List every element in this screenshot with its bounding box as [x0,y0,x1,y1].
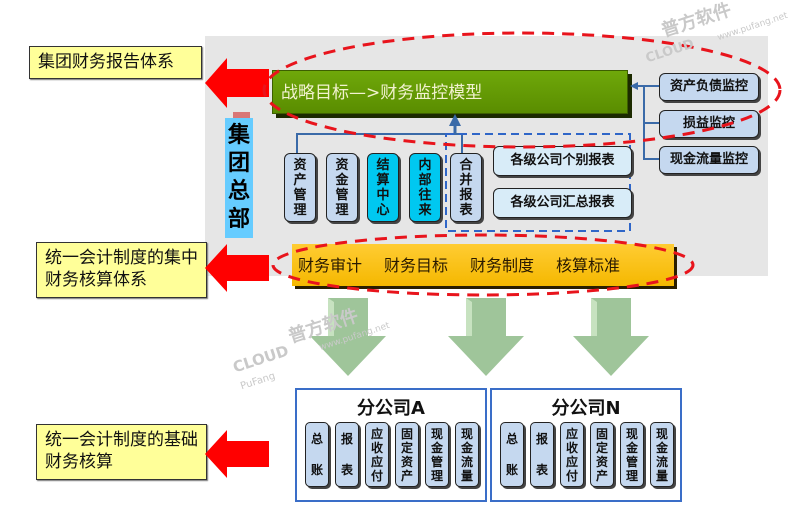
branch-a: 分公司A 总账 报表 应收应付 固定资产 现金管理 现金流量 [295,388,487,502]
branch-item: 应收应付 [365,422,389,487]
hq-char: 团 [227,151,250,176]
module-internal-transactions: 内部往来 [409,153,441,222]
branch-n: 分公司N 总账 报表 应收应付 固定资产 现金管理 现金流量 [490,388,682,502]
module-asset-management: 资产管理 [284,153,316,222]
branch-a-title: 分公司A [357,398,425,419]
label-group-reporting-text: 集团财务报告体系 [38,52,174,72]
monitor-profit-loss: 损益监控 [659,110,759,138]
standards-bar: 财务审计 财务目标 财务制度 核算标准 [292,244,674,286]
hq-char: 总 [227,179,250,204]
left-arrow-icon-3 [205,430,269,478]
label-centralized-accounting: 统一会计制度的集中财务核算体系 [36,242,207,298]
financial-monitoring-model-bar: 战略目标—>财务监控模型 [272,70,628,114]
branch-item: 固定资产 [395,422,419,487]
branch-item: 应收应付 [560,422,584,487]
branch-n-title: 分公司N [551,398,621,419]
branch-item: 报表 [530,422,554,487]
branch-item: 现金管理 [620,422,644,487]
label-group-reporting: 集团财务报告体系 [29,46,202,79]
watermark-logo-mid: CLOUD [230,341,291,377]
standard-accounting: 核算标准 [556,256,621,275]
standard-policy: 财务制度 [470,256,535,275]
down-arrow-icon-1 [310,298,386,376]
standard-audit: 财务审计 [298,256,363,275]
label-basic-accounting-text: 统一会计制度的基础财务核算 [45,430,198,472]
hq-char: 部 [227,207,250,232]
branch-item: 现金流量 [650,422,674,487]
branch-item: 总账 [500,422,524,487]
monitor-balance-sheet: 资产负债监控 [659,73,759,101]
label-basic-accounting: 统一会计制度的基础财务核算 [36,424,207,480]
monitor-cash-flow: 现金流量监控 [659,146,759,174]
report-summary: 各级公司汇总报表 [493,188,632,218]
hq-char: 集 [227,123,250,148]
down-arrow-icon-3 [573,298,649,376]
branch-item: 报表 [335,422,359,487]
module-settlement-center: 结算中心 [367,153,399,222]
module-consolidated-statements: 合并报表 [450,153,482,222]
left-arrow-icon-1 [205,58,269,108]
headquarters-title: 集 团 总 部 [225,118,253,238]
standard-target: 财务目标 [384,256,449,275]
branch-item: 固定资产 [590,422,614,487]
label-centralized-accounting-text: 统一会计制度的集中财务核算体系 [45,248,198,290]
down-arrow-icon-2 [448,298,524,376]
left-arrow-icon-2 [205,244,269,292]
branch-item: 总账 [305,422,329,487]
report-individual: 各级公司个别报表 [493,146,632,176]
watermark-sub-mid: PuFang [239,370,277,393]
branch-item: 现金流量 [455,422,479,487]
branch-item: 现金管理 [425,422,449,487]
model-bar-text: 战略目标—>财务监控模型 [281,83,483,103]
module-fund-management: 资金管理 [326,153,358,222]
